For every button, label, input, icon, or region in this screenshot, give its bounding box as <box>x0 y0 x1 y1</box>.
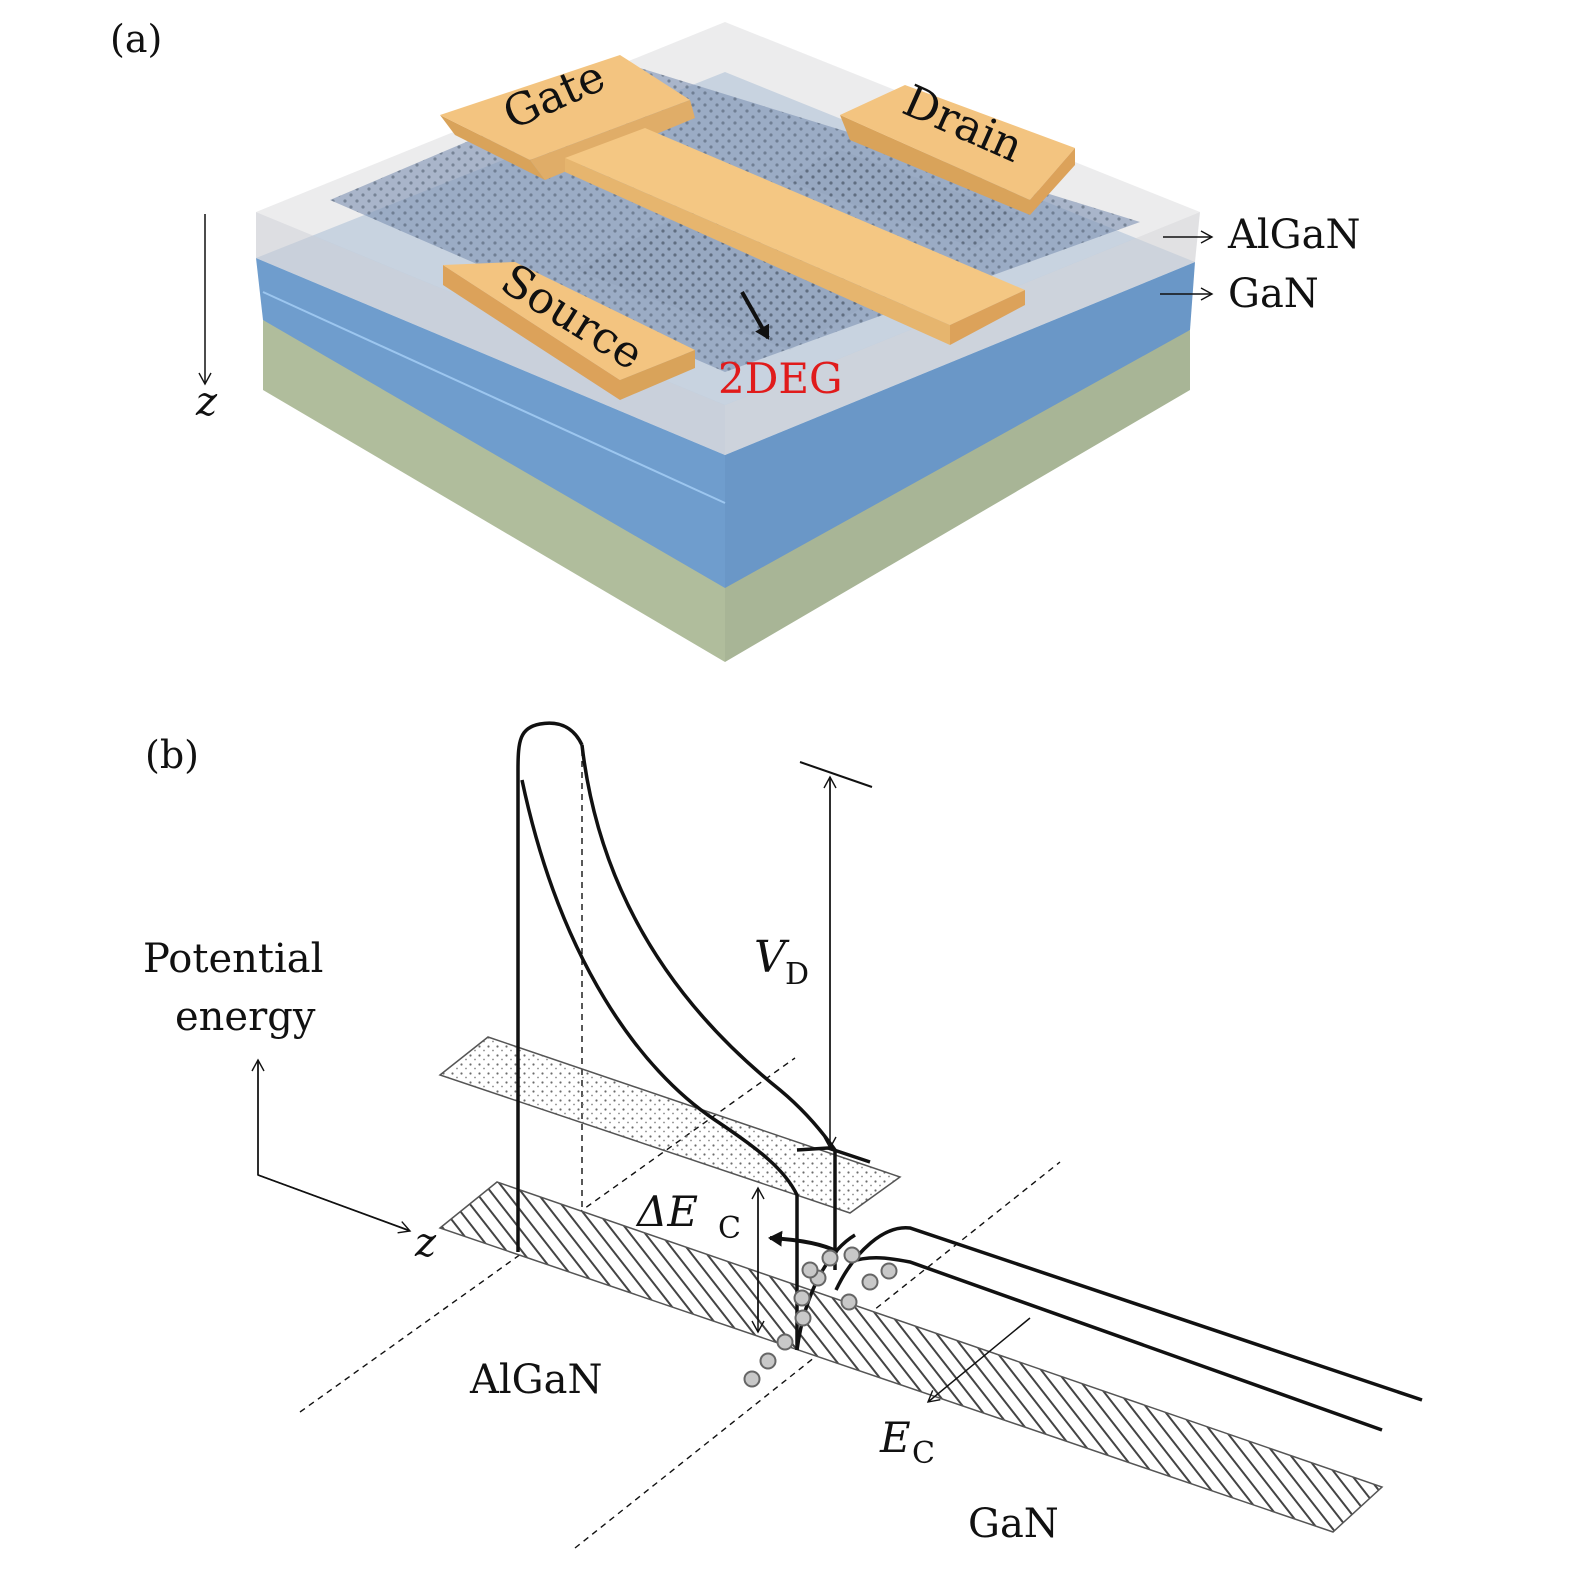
2deg-dots-drain-side <box>785 150 1020 248</box>
panel-a: (a) <box>110 17 1360 662</box>
panel-b-label: (b) <box>145 733 199 777</box>
drain-side <box>840 115 1030 215</box>
gate-pad-side <box>440 115 545 180</box>
source-top <box>443 262 695 380</box>
electron <box>794 1309 812 1327</box>
dec-label-sub: C <box>718 1211 741 1246</box>
panel-b: (b) Potential energy z <box>143 721 1423 1549</box>
drain-front <box>1030 148 1075 215</box>
electron-flow-arrow <box>768 1230 839 1254</box>
electron <box>880 1262 898 1280</box>
algan-layer-label: AlGaN <box>1227 212 1360 258</box>
vd-label-sub: D <box>785 957 809 992</box>
ec-pointer-arrow <box>926 1317 1031 1403</box>
z-axis-label-a: z <box>195 379 218 425</box>
2deg-arrow <box>740 291 770 340</box>
gan-layer-right-face <box>725 262 1195 588</box>
electron <box>840 1293 858 1311</box>
heterointerface-line <box>262 291 726 504</box>
substrate-block <box>263 320 1190 662</box>
2deg-dots-source-side <box>575 210 900 350</box>
drain-top <box>840 85 1075 200</box>
gate-finger-side <box>950 290 1025 345</box>
hatched-band-plane <box>438 1181 1384 1533</box>
y-axis-label-line1: Potential <box>143 936 323 982</box>
electron <box>821 1249 839 1267</box>
electron <box>776 1333 794 1351</box>
substrate-left-face <box>263 320 725 662</box>
dotted-band-plane <box>438 1036 902 1214</box>
ec-label-sub: C <box>912 1436 935 1471</box>
gate-electrode: Gate <box>440 51 1025 345</box>
z-axis-arrow-b <box>257 1174 412 1234</box>
electron <box>743 1370 761 1388</box>
2deg-label: 2DEG <box>718 354 843 403</box>
vd-label-main: V <box>754 932 790 983</box>
panel-a-label: (a) <box>110 17 162 61</box>
gan-band-back <box>834 1226 1423 1402</box>
electron <box>801 1261 819 1279</box>
ec-label-main: E <box>879 1413 911 1462</box>
gan-layer-left-face <box>256 258 725 588</box>
algan-region-label: AlGaN <box>469 1357 602 1403</box>
electron <box>843 1246 861 1264</box>
gan-region-label: GaN <box>968 1501 1059 1547</box>
electron-cluster <box>743 1246 898 1388</box>
electron <box>861 1273 879 1291</box>
gate-pad-top <box>440 55 690 160</box>
electron <box>793 1289 811 1307</box>
algan-layer-left-face <box>256 212 725 455</box>
vd-top-tick <box>799 761 873 788</box>
substrate-right-face <box>725 330 1190 662</box>
electron <box>759 1352 777 1370</box>
dec-label-main: ΔE <box>635 1187 698 1236</box>
source-side <box>620 350 695 400</box>
source-front <box>443 265 620 400</box>
y-axis-label-line2: energy <box>175 994 316 1040</box>
conduction-band-front <box>520 779 799 1350</box>
gan-layer-label: GaN <box>1228 271 1319 317</box>
gate-finger-top <box>565 128 1025 325</box>
z-axis-label-b: z <box>414 1220 437 1266</box>
conduction-band-back <box>580 744 837 1270</box>
gate-finger-front <box>565 158 950 345</box>
barrier-top-left <box>516 721 584 1252</box>
band-profile <box>516 721 1423 1432</box>
axes-lines <box>257 1062 409 1231</box>
